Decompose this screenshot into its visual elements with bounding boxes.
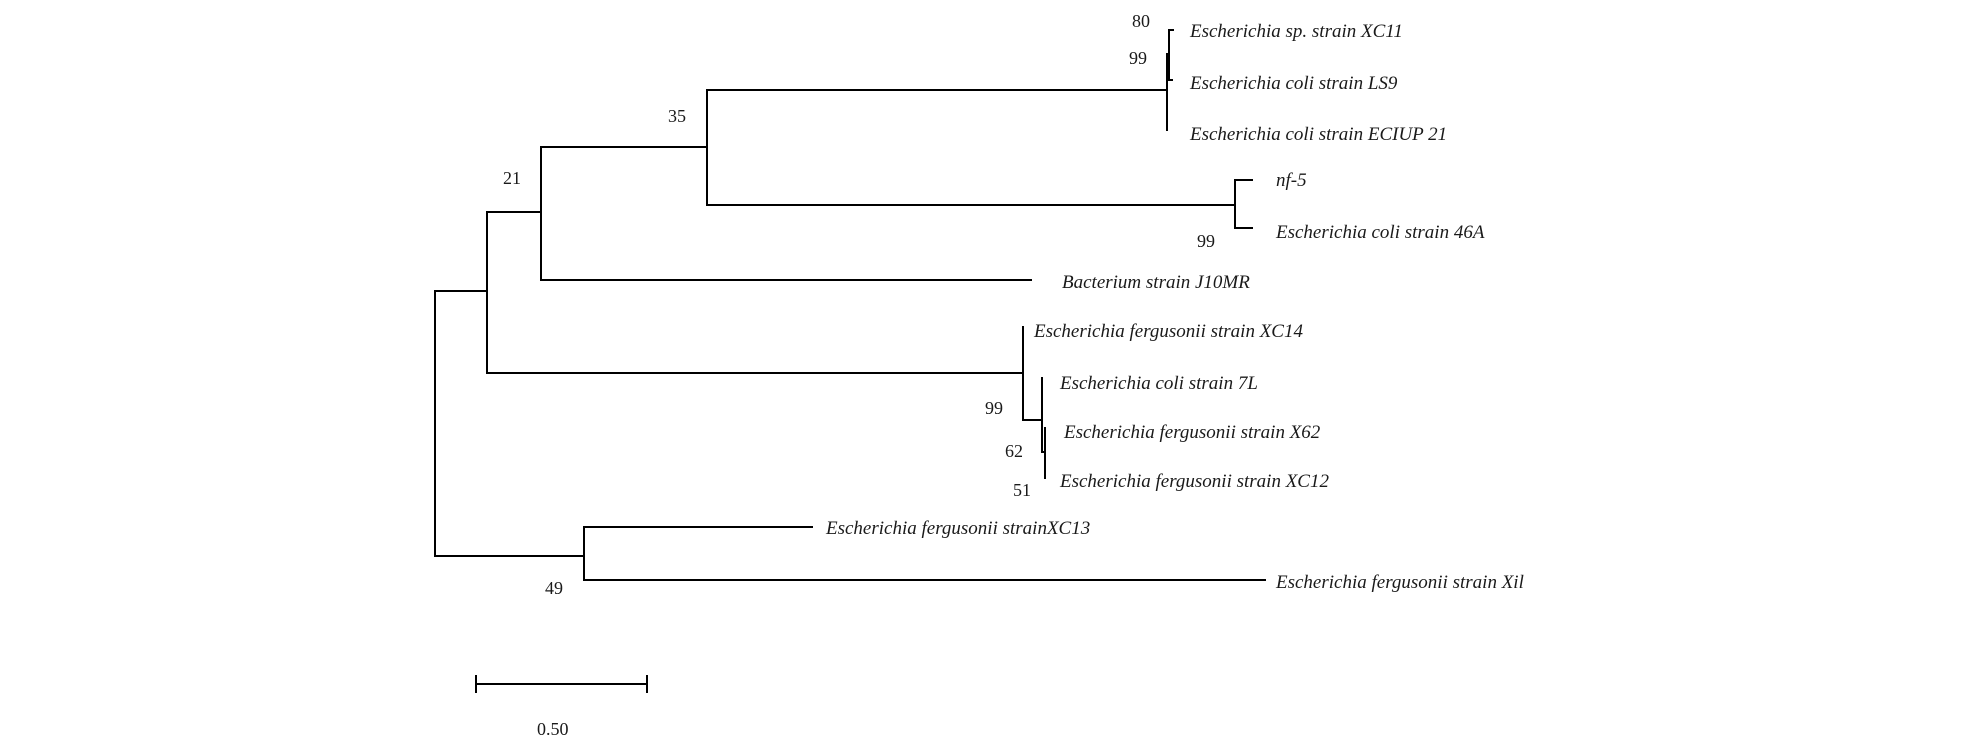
taxon-label: nf-5 — [1276, 170, 1307, 191]
scale-bar-label: 0.50 — [537, 719, 569, 739]
bootstrap-value: 49 — [545, 578, 563, 598]
bootstrap-value: 35 — [668, 106, 686, 126]
bootstrap-value: 99 — [1129, 48, 1147, 68]
bootstrap-value: 99 — [1197, 231, 1215, 251]
taxon-label: Escherichia coli strain 46A — [1275, 222, 1485, 243]
taxon-label: Escherichia fergusonii strain XC14 — [1033, 321, 1303, 342]
taxon-label: Escherichia coli strain ECIUP 21 — [1189, 124, 1447, 145]
bootstrap-value: 51 — [1013, 480, 1031, 500]
bootstrap-value: 80 — [1132, 11, 1150, 31]
tree-branches — [434, 29, 1266, 581]
bootstrap-value: 62 — [1005, 441, 1023, 461]
scale-bar: 0.50 — [475, 675, 648, 739]
bootstrap-value: 99 — [985, 398, 1003, 418]
taxon-label: Escherichia fergusonii strain Xil — [1275, 572, 1524, 593]
bootstrap-value: 21 — [503, 168, 521, 188]
taxon-label: Escherichia fergusonii strain XC12 — [1059, 471, 1329, 492]
taxon-label: Bacterium strain J10MR — [1062, 272, 1250, 293]
bootstrap-values: 80 99 35 21 99 99 62 51 49 — [503, 11, 1215, 598]
taxon-label: Escherichia coli strain LS9 — [1189, 73, 1398, 94]
taxon-label: Escherichia fergusonii strain X62 — [1063, 422, 1321, 443]
taxon-label: Escherichia fergusonii strainXC13 — [825, 518, 1090, 539]
taxon-label: Escherichia coli strain 7L — [1059, 373, 1258, 394]
taxon-labels: Escherichia sp. strain XC11 Escherichia … — [825, 21, 1524, 593]
taxon-label: Escherichia sp. strain XC11 — [1189, 21, 1403, 42]
